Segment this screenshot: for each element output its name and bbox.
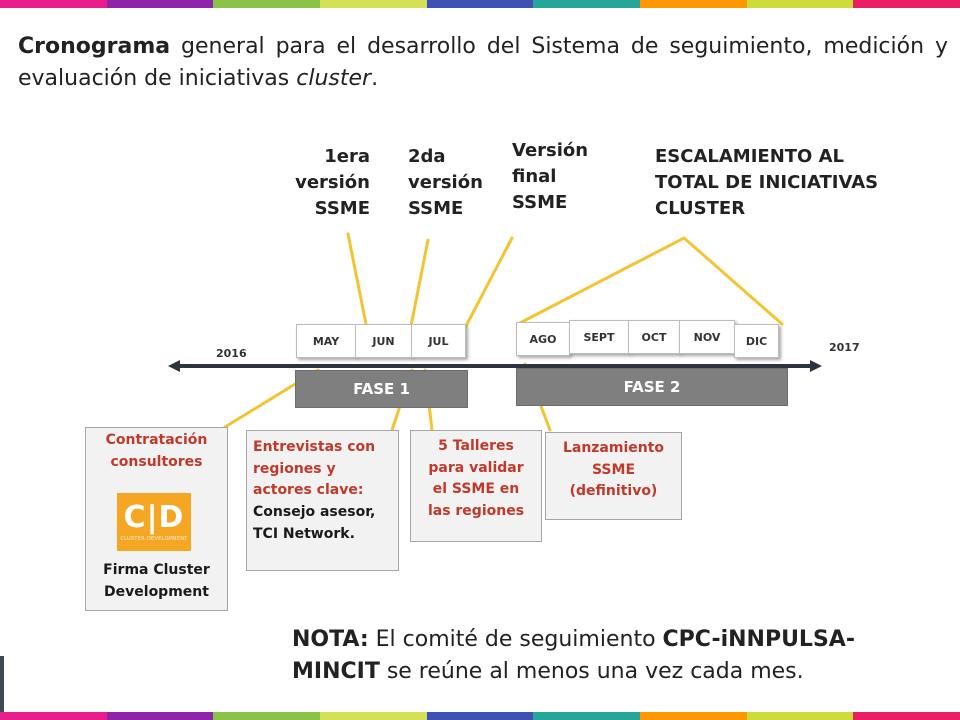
- stripe-segment: [426, 0, 534, 8]
- stripe-segment: [746, 0, 854, 8]
- connector-scaling: [516, 236, 784, 326]
- top-color-stripe: [0, 0, 960, 8]
- stripe-segment: [106, 712, 214, 720]
- stripe-segment: [853, 0, 960, 8]
- title-text: general para el desarrollo del Sistema d…: [18, 34, 948, 91]
- month-jul: JUL: [411, 324, 466, 358]
- month-nov: NOV: [679, 320, 735, 354]
- month-may: MAY: [296, 324, 356, 358]
- milestone-final-version: Versión final SSME: [512, 140, 589, 214]
- stripe-segment: [106, 0, 214, 8]
- stripe-segment: [533, 712, 641, 720]
- stripe-segment: [0, 712, 107, 720]
- connector-final-version: [464, 236, 514, 328]
- month-sept: SEPT: [569, 320, 629, 354]
- year-start-label: 2016: [216, 347, 247, 360]
- stripe-segment: [533, 0, 641, 8]
- nota-committee: CPC-iNNPULSA-MINCIT: [292, 627, 855, 684]
- stripe-segment: [746, 712, 854, 720]
- stripe-segment: [213, 0, 321, 8]
- month-dic: DIC: [734, 324, 779, 358]
- timeline-arrow-right: [810, 360, 822, 372]
- title-italic: cluster: [296, 65, 372, 91]
- milestone-first-version: 1era versión SSME: [295, 146, 370, 220]
- firm-name: Firma Cluster Development: [103, 562, 210, 601]
- stripe-segment: [320, 712, 427, 720]
- stripe-segment: [640, 0, 747, 8]
- connector-second-version: [409, 238, 430, 328]
- logo-subtext: CLUSTER DEVELOPMENT: [120, 535, 188, 542]
- month-jun: JUN: [355, 324, 412, 358]
- stripe-segment: [0, 0, 107, 8]
- connector-first-version: [346, 232, 368, 326]
- timeline-arrow-left: [168, 360, 180, 372]
- milestone-scaling: ESCALAMIENTO AL TOTAL DE INICIATIVAS CLU…: [655, 146, 879, 220]
- side-accent-bar: [0, 656, 4, 712]
- box-entrevistas: Entrevistas con regiones y actores clave…: [246, 430, 399, 571]
- title-end: .: [371, 65, 379, 91]
- stripe-segment: [853, 712, 960, 720]
- year-end-label: 2017: [829, 341, 860, 354]
- contratacion-line-2: consultores: [110, 453, 203, 470]
- title-bold: Cronograma: [18, 34, 171, 59]
- stripe-segment: [213, 712, 321, 720]
- stripe-segment: [320, 0, 427, 8]
- month-oct: OCT: [628, 320, 680, 354]
- stripe-segment: [426, 712, 534, 720]
- milestone-second-version: 2da versión SSME: [408, 146, 483, 220]
- logo-letters: C|D: [123, 499, 185, 535]
- phase-1: FASE 1: [295, 370, 468, 408]
- box-talleres: 5 Talleres para validar el SSME en las r…: [410, 430, 542, 542]
- cluster-development-logo: C|D CLUSTER DEVELOPMENT: [117, 493, 191, 551]
- stripe-segment: [640, 712, 747, 720]
- page-title: Cronograma general para el desarrollo de…: [18, 31, 948, 95]
- nota-label: NOTA:: [292, 627, 369, 652]
- box-lanzamiento: Lanzamiento SSME (definitivo): [545, 432, 682, 520]
- phase-2: FASE 2: [516, 368, 788, 406]
- contratacion-line-1: Contratación: [105, 432, 208, 448]
- nota-text: NOTA: El comité de seguimiento CPC-iNNPU…: [292, 627, 855, 684]
- month-ago: AGO: [516, 322, 570, 356]
- bottom-color-stripe: [0, 712, 960, 720]
